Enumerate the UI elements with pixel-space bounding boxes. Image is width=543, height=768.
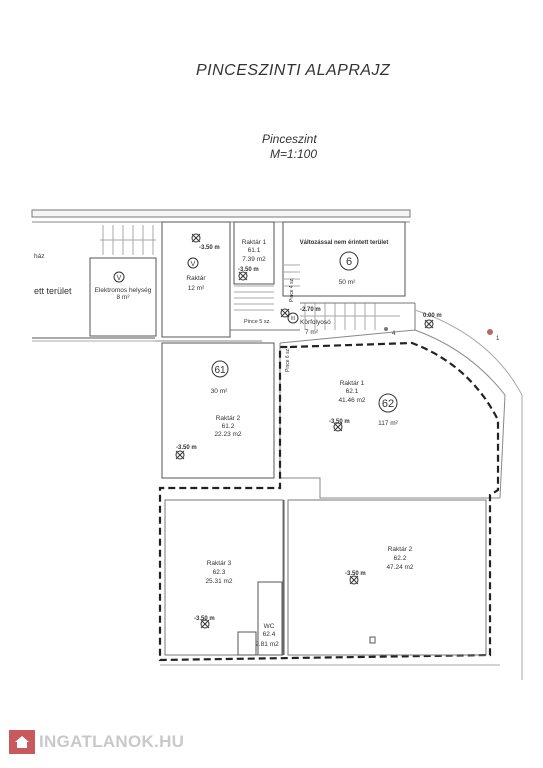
- marker-elektro-text: V: [117, 275, 122, 282]
- zone-marker-iii: [287, 312, 299, 324]
- label-level-8: -3.50 m: [345, 571, 366, 577]
- label-pince5: Pince 5 sz.: [244, 319, 271, 325]
- label-pince4: Pince 4 sz.: [289, 278, 295, 302]
- label-raktar3-623-area: 25.31 m2: [205, 578, 232, 585]
- label-zone62-area: 117 m²: [378, 420, 399, 427]
- label-wc-area: 2.81 m2: [255, 641, 279, 648]
- zone-marker-raktar: [187, 257, 199, 269]
- label-raktar2-612-area: 22.23 m2: [214, 431, 241, 438]
- top-wall: [31, 209, 411, 218]
- marker-62-text: 62: [382, 398, 394, 410]
- label-zone6-area: 50 m²: [339, 279, 356, 286]
- label-wc-num: 62.4: [263, 631, 276, 638]
- plan-scale: M=1:100: [270, 147, 318, 161]
- plan-title: PINCESZINTI ALAPRAJZ: [196, 62, 391, 79]
- label-raktar-top-area: 12 m²: [188, 285, 205, 292]
- label-point-4: 4: [392, 331, 396, 337]
- plan-level-name: Pinceszint: [262, 132, 317, 146]
- room-raktar-12: [161, 221, 231, 338]
- label-zone61-area: 30 m²: [211, 388, 228, 395]
- label-raktar1-621-area: 41.46 m2: [338, 397, 365, 404]
- label-raktar1-621-num: 62.1: [346, 388, 359, 395]
- watermark-text: INGATLANOK.HU: [39, 732, 185, 751]
- label-raktar2-612-num: 61.2: [222, 423, 235, 430]
- label-level-1: -3.50 m: [199, 245, 220, 251]
- label-raktar1-621-name: Raktár 1: [340, 380, 365, 387]
- label-raktar1-611-area: 7.39 m2: [242, 256, 266, 263]
- marker-6-text: 6: [346, 256, 352, 268]
- label-raktar2-622-name: Raktár 2: [388, 546, 413, 553]
- label-raktar1-611-num: 61.1: [248, 247, 261, 254]
- room-raktar-622: [287, 499, 487, 656]
- label-point-1: 1: [496, 336, 500, 342]
- marker-61-text: 61: [214, 365, 226, 376]
- label-raktar2-622-num: 62.2: [394, 555, 407, 562]
- label-raktar3-623-name: Raktár 3: [207, 560, 232, 567]
- point-4: [384, 327, 388, 331]
- label-level-4: 0.00 m: [423, 313, 442, 319]
- marker-raktar-text: V: [191, 261, 196, 268]
- house-icon: [9, 730, 35, 754]
- room-zone-61: [161, 342, 275, 479]
- label-raktar3-623-num: 62.3: [213, 569, 226, 576]
- room-wc: [257, 581, 283, 656]
- label-level-2: -3.50 m: [238, 267, 259, 273]
- label-valtozas: Változással nem érintett terület: [300, 240, 389, 246]
- room-zone-6: [282, 221, 406, 297]
- label-level-6: -3.50 m: [329, 419, 350, 425]
- zone-marker-elektro: [113, 271, 125, 283]
- zone-marker-61: [211, 360, 229, 378]
- label-pince6: Pince 6 sz.: [285, 348, 291, 372]
- zone-marker-62: [378, 393, 398, 413]
- watermark: INGATLANOK.HU: [9, 728, 209, 756]
- label-level-3: -2.70 m: [300, 307, 321, 313]
- label-raktar2-622-area: 47.24 m2: [386, 564, 413, 571]
- room-elektromos: [89, 257, 157, 337]
- label-elektro-name: Elektromos helység: [95, 287, 152, 294]
- label-korfolyoso-name: Körfolyosó: [300, 319, 331, 326]
- label-korfolyoso-area: 7 m²: [305, 329, 319, 336]
- point-1: [487, 329, 493, 335]
- label-wc-name: WC: [264, 623, 275, 630]
- label-raktar1-611-name: Raktár 1: [242, 239, 267, 246]
- label-level-7: -3.50 m: [194, 616, 215, 622]
- room-raktar-623: [164, 499, 284, 656]
- label-haz: ház: [34, 253, 44, 260]
- label-elektro-area: 8 m²: [117, 294, 131, 301]
- label-raktar-top-name: Raktár: [186, 275, 206, 282]
- label-level-5: -3.50 m: [176, 445, 197, 451]
- marker-iii-text: III: [291, 316, 295, 322]
- zone-marker-6: [339, 251, 359, 271]
- label-raktar2-612-name: Raktár 2: [216, 415, 241, 422]
- room-raktar-611: [233, 221, 275, 285]
- label-terulet: ett terület: [34, 286, 72, 296]
